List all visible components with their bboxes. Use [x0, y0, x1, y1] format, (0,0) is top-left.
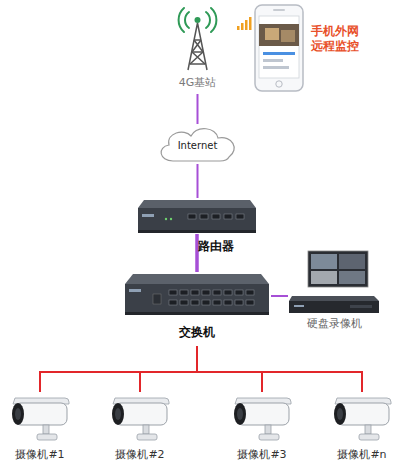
- node-label: 摄像机#2: [100, 448, 180, 462]
- camera-cable: [140, 346, 197, 392]
- camera-device: [5, 392, 75, 446]
- phone-icon: [237, 2, 309, 94]
- cloud-node: Internet: [155, 124, 240, 164]
- network-link: [271, 295, 288, 297]
- switch-device: [123, 272, 271, 318]
- node-label: 路由器: [198, 239, 248, 254]
- tower-icon: [160, 4, 235, 72]
- camera-device: [105, 392, 175, 446]
- camera-cable: [40, 346, 197, 392]
- node-label: Internet: [155, 140, 240, 153]
- node-label: 4G基站: [160, 76, 235, 90]
- camera-device: [227, 392, 297, 446]
- camera-cable: [197, 346, 262, 392]
- node-label: 硬盘录像机: [288, 317, 380, 331]
- camera-node: 摄像机#1: [5, 392, 75, 466]
- nvr-device: [288, 250, 380, 316]
- nvr-node: 硬盘录像机: [288, 250, 380, 334]
- node-label: 手机外网 远程监控: [311, 24, 369, 54]
- router-device: [136, 198, 258, 236]
- network-link: [197, 94, 199, 124]
- node-label: 交换机: [167, 325, 227, 340]
- camera-node: 摄像机#3: [227, 392, 297, 466]
- node-label: 摄像机#3: [222, 448, 302, 462]
- router-node: 路由器: [136, 198, 258, 234]
- tower-node: 4G基站: [160, 4, 235, 94]
- camera-node: 摄像机#n: [327, 392, 397, 466]
- phone-node: 手机外网 远程监控: [237, 2, 387, 96]
- node-label: 摄像机#1: [0, 448, 80, 462]
- camera-device: [327, 392, 397, 446]
- network-link: [197, 164, 199, 198]
- camera-node: 摄像机#2: [105, 392, 175, 466]
- camera-cable: [197, 346, 362, 392]
- node-label: 摄像机#n: [322, 448, 402, 462]
- switch-node: 交换机: [123, 272, 271, 346]
